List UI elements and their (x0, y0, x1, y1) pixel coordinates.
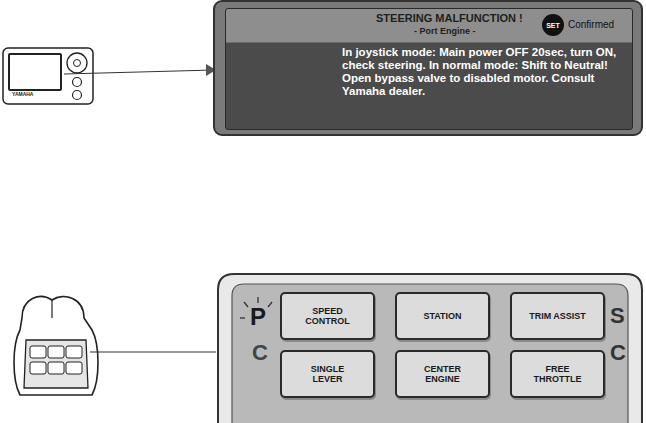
display-screen (9, 54, 61, 90)
keypad-panel (218, 274, 642, 423)
button-label: SPEED CONTROL (297, 306, 359, 326)
display-unit (3, 48, 93, 104)
alarm-title: STEERING MALFUNCTION ! (376, 12, 523, 24)
keypad-button: SPEED CONTROL (280, 292, 375, 340)
keypad-button: CENTER ENGINE (395, 350, 490, 398)
dial-center (74, 60, 81, 67)
button-label: CENTER ENGINE (412, 364, 474, 384)
dial (67, 53, 87, 73)
mode-letter: C (252, 340, 268, 366)
callout-frame (214, 1, 642, 135)
alarm-message: In joystick mode: Main power OFF 20sec, … (342, 46, 628, 98)
remote-control (14, 297, 98, 395)
remote-keypad (24, 340, 88, 388)
remote-control-seam (51, 300, 52, 318)
button-label: TRIM ASSIST (527, 311, 589, 321)
leader-line (90, 351, 216, 352)
mode-letter: S (610, 303, 625, 329)
brand-logo: YAMAHA (12, 91, 33, 97)
confirmed-text: Confirmed (568, 19, 614, 30)
button-label: SINGLE LEVER (297, 364, 359, 384)
mode-letter: P (250, 303, 266, 331)
keypad-button: TRIM ASSIST (510, 292, 605, 340)
keypad-button: FREE THROTTLE (510, 350, 605, 398)
alarm-screen: STEERING MALFUNCTION ! - Port Engine - In … (225, 8, 633, 130)
keypad-recess (232, 284, 628, 423)
set-button: SET (542, 14, 564, 36)
button-label: FREE THROTTLE (527, 364, 589, 384)
keypad-button: STATION (395, 292, 490, 340)
button (73, 78, 82, 87)
mode-letter: C (610, 340, 626, 366)
keypad-button: SINGLE LEVER (280, 350, 375, 398)
leader-line (64, 70, 214, 74)
button (73, 91, 82, 100)
set-label: SET (546, 22, 560, 29)
alarm-subtitle: - Port Engine - (414, 26, 476, 36)
button-label: STATION (412, 311, 474, 321)
